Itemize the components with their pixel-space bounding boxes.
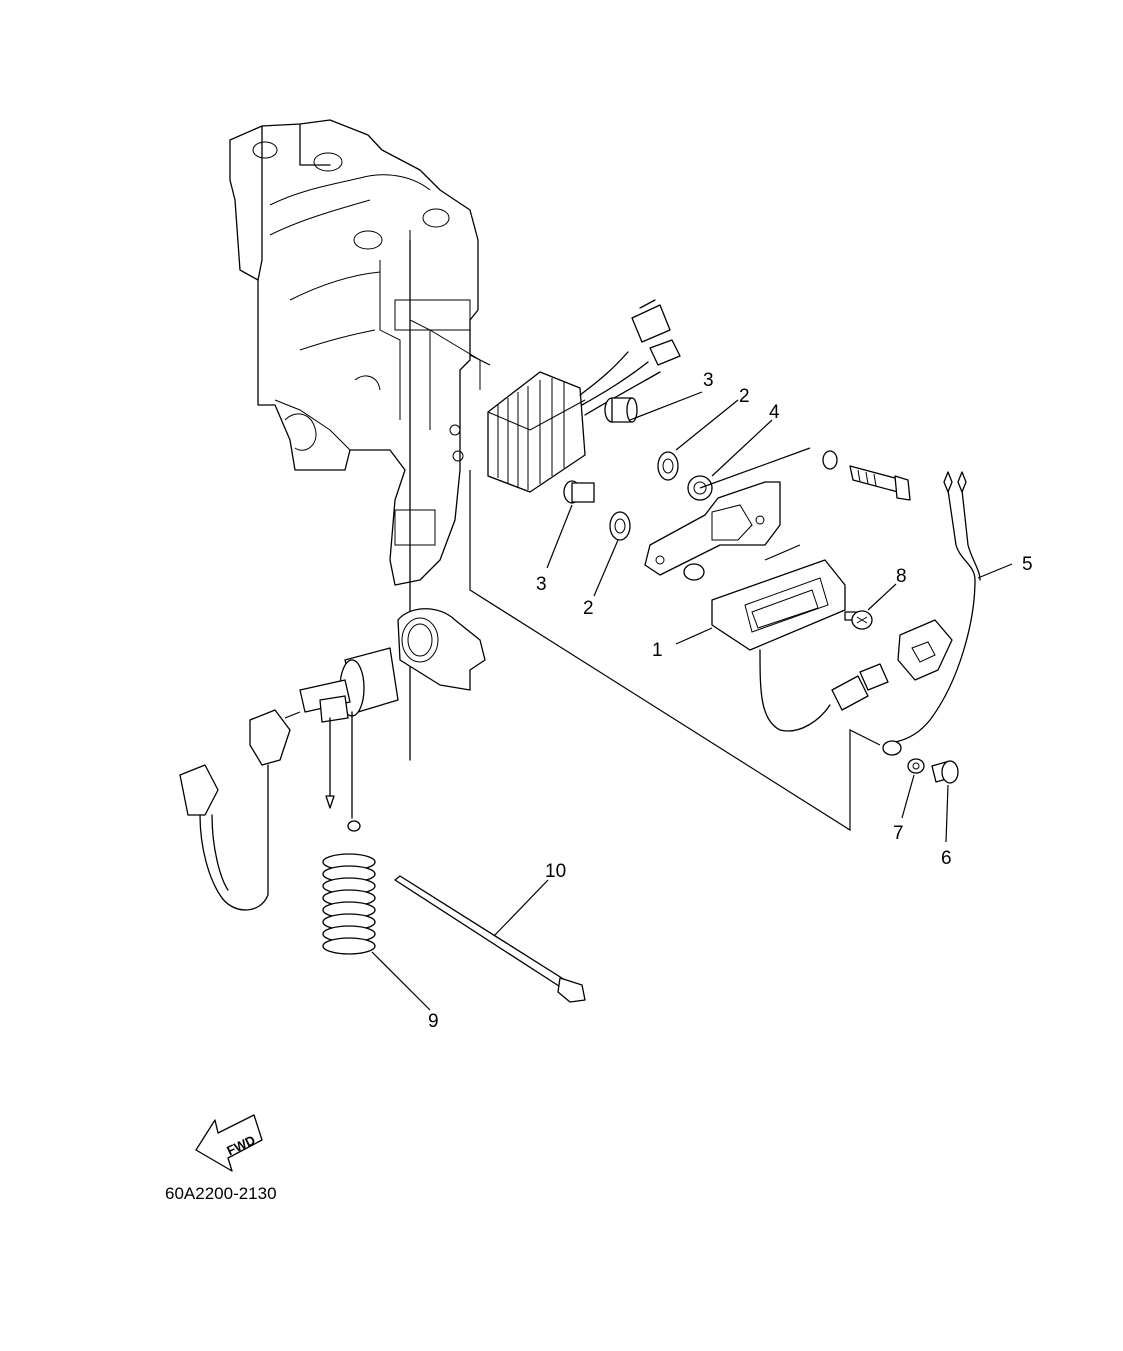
switch-holder — [397, 608, 486, 691]
cdi-unit — [711, 544, 889, 732]
callout-8: 8 — [896, 566, 907, 587]
callout-10: 10 — [545, 861, 566, 882]
screw — [844, 610, 873, 630]
bolt-small — [931, 760, 959, 784]
ground-leader — [469, 470, 881, 832]
cable-tie — [394, 875, 586, 1003]
callout-3-lower: 3 — [536, 574, 547, 595]
callout-2-lower: 2 — [583, 598, 594, 619]
callout-2-upper: 2 — [739, 386, 750, 407]
drawing-code: 60A2200-2130 — [165, 1184, 277, 1203]
callout-5: 5 — [1022, 554, 1033, 575]
coil-spring — [322, 853, 376, 955]
grommet-upper — [657, 451, 679, 481]
wire-lead — [882, 471, 981, 756]
callout-7: 7 — [893, 823, 904, 844]
bolt-with-washer — [822, 450, 911, 501]
grommet-lower — [609, 511, 631, 541]
callout-1: 1 — [652, 640, 663, 661]
callout-4: 4 — [769, 402, 780, 423]
stop-switch — [299, 647, 399, 832]
mounting-plate — [644, 447, 811, 576]
callout-leaders — [371, 391, 1013, 1011]
callout-3-upper: 3 — [703, 370, 714, 391]
callout-6: 6 — [941, 848, 952, 869]
rectifier-regulator — [487, 299, 681, 493]
collar-upper — [604, 397, 638, 423]
collar-lower — [563, 480, 595, 504]
lanyard-cap — [179, 709, 301, 911]
forward-direction-arrow: FWD — [195, 1114, 263, 1172]
washer — [907, 758, 925, 774]
mounting-bracket — [229, 119, 481, 761]
callout-9: 9 — [428, 1011, 439, 1032]
